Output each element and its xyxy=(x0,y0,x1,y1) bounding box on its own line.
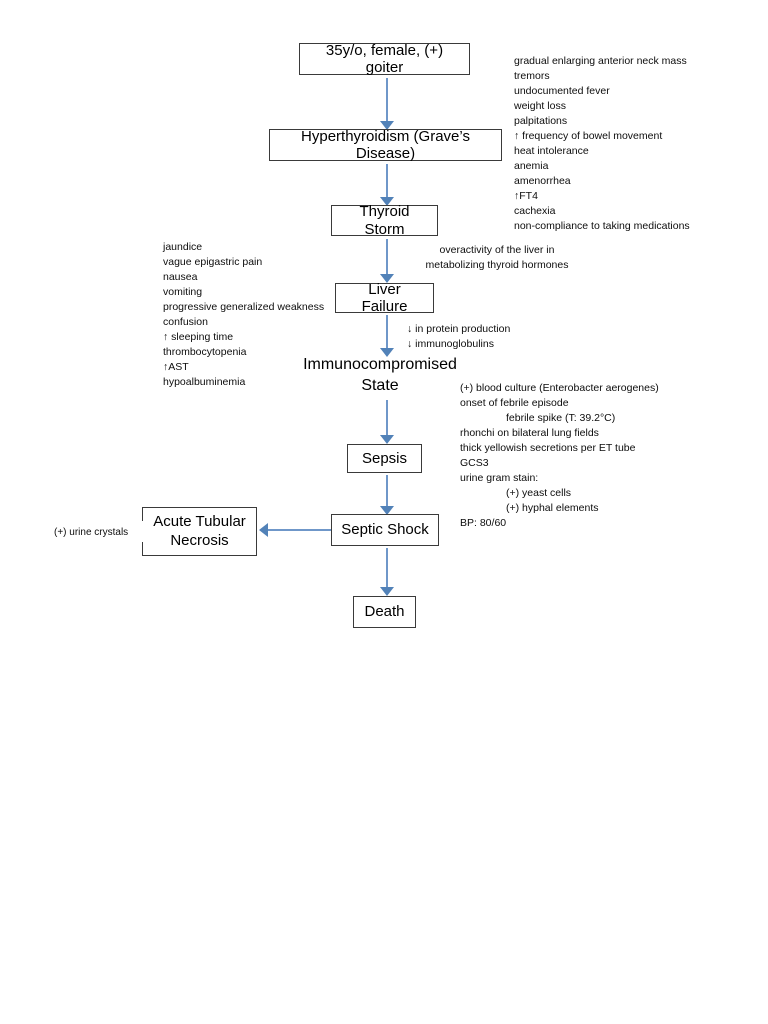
sepsis-finding-item: onset of febrile episode xyxy=(460,397,569,409)
annotation-sepsis-findings: (+) blood culture (Enterobacter aerogene… xyxy=(460,381,659,531)
sepsis-finding-item: rhonchi on bilateral lung fields xyxy=(460,427,599,439)
node-liver-failure-label: Liver Failure xyxy=(361,280,408,315)
node-septic-shock-label: Septic Shock xyxy=(341,521,429,539)
immunocompromised-mechanism-item: ↓ immunoglobulins xyxy=(407,338,494,350)
arrow-liver-failure-to-immunocompromised xyxy=(379,315,395,357)
liver-failure-finding-item: progressive generalized weakness xyxy=(163,301,325,313)
sepsis-finding-item: urine gram stain: xyxy=(460,472,539,484)
node-immunocompromised-state-label-line2: State xyxy=(361,376,399,394)
node-patient-label: 35y/o, female, (+) goiter xyxy=(325,41,444,76)
liver-failure-finding-item: hypoalbuminemia xyxy=(163,376,246,388)
liver-failure-finding-item: jaundice xyxy=(163,241,203,253)
sepsis-finding-item: (+) yeast cells xyxy=(506,487,572,499)
liver-failure-finding-item: confusion xyxy=(163,316,208,328)
arrow-thyroid-storm-to-liver-failure xyxy=(379,239,395,283)
annotation-atn-finding-text: (+) urine crystals xyxy=(54,527,129,538)
sepsis-finding-item: (+) hyphal elements xyxy=(506,502,599,514)
hyperthyroidism-finding-item: weight loss xyxy=(514,100,566,112)
node-immunocompromised-state[interactable]: Immunocompromised State xyxy=(292,355,468,397)
sepsis-finding-item: thick yellowish secretions per ET tube xyxy=(460,442,636,454)
hyperthyroidism-finding-item: tremors xyxy=(514,70,550,82)
hyperthyroidism-finding-item: gradual enlarging anterior neck mass xyxy=(514,55,687,67)
annotation-liver-failure-findings: jaundice vague epigastric pain nausea vomit… xyxy=(163,240,324,390)
hyperthyroidism-finding-item: undocumented fever xyxy=(514,85,610,97)
node-acute-tubular-necrosis[interactable]: Acute Tubular Necrosis xyxy=(142,507,257,556)
arrow-patient-to-hyperthyroidism xyxy=(379,78,395,130)
node-sepsis[interactable]: Sepsis xyxy=(347,444,422,473)
hyperthyroidism-finding-item: heat intolerance xyxy=(514,145,589,157)
node-acute-tubular-necrosis-label-line2: Necrosis xyxy=(170,531,229,549)
arrow-sepsis-to-septic-shock xyxy=(379,475,395,515)
sepsis-finding-item: (+) blood culture (Enterobacter aerogene… xyxy=(460,382,659,394)
node-death[interactable]: Death xyxy=(353,596,416,628)
node-death-label: Death xyxy=(364,603,405,621)
node-hyperthyroidism[interactable]: Hyperthyroidism (Grave’s Disease) xyxy=(269,127,502,162)
node-liver-failure[interactable]: Liver Failure xyxy=(335,280,434,315)
sepsis-finding-item: GCS3 xyxy=(460,457,489,469)
hyperthyroidism-finding-item: anemia xyxy=(514,160,549,172)
node-sepsis-label: Sepsis xyxy=(361,449,408,467)
arrow-septic-shock-to-death xyxy=(379,548,395,596)
hyperthyroidism-finding-item: cachexia xyxy=(514,205,556,217)
node-acute-tubular-necrosis-label-line1: Acute Tubular xyxy=(153,512,246,530)
hyperthyroidism-finding-item: ↑FT4 xyxy=(514,190,538,202)
annotation-liver-mechanism-line2: metabolizing thyroid hormones xyxy=(425,259,569,271)
hyperthyroidism-finding-item: palpitations xyxy=(514,115,568,127)
liver-failure-finding-item: vague epigastric pain xyxy=(163,256,263,268)
annotation-acute-tubular-necrosis-finding: (+) urine crystals xyxy=(54,526,128,539)
liver-failure-finding-item: ↑ sleeping time xyxy=(163,331,234,343)
sepsis-finding-item: BP: 80/60 xyxy=(460,517,507,529)
node-hyperthyroidism-label: Hyperthyroidism (Grave’s Disease) xyxy=(301,127,470,162)
annotation-hyperthyroidism-findings: gradual enlarging anterior neck mass trem… xyxy=(514,54,690,234)
node-thyroid-storm[interactable]: Thyroid Storm xyxy=(331,203,438,238)
sepsis-finding-item: febrile spike (T: 39.2°C) xyxy=(506,412,616,424)
annotation-immunocompromised-mechanism: ↓ in protein production ↓ immunoglobulins xyxy=(407,322,510,352)
node-patient[interactable]: 35y/o, female, (+) goiter xyxy=(299,41,470,76)
liver-failure-finding-item: vomiting xyxy=(163,286,203,298)
liver-failure-finding-item: ↑AST xyxy=(163,361,189,373)
annotation-liver-mechanism-line1: overactivity of the liver in xyxy=(439,244,555,256)
arrow-septic-shock-to-acute-tubular-necrosis xyxy=(259,522,331,538)
immunocompromised-mechanism-item: ↓ in protein production xyxy=(407,323,511,335)
node-thyroid-storm-label: Thyroid Storm xyxy=(359,203,410,238)
arrow-immunocompromised-to-sepsis xyxy=(379,400,395,444)
hyperthyroidism-finding-item: amenorrhea xyxy=(514,175,571,187)
liver-failure-finding-item: thrombocytopenia xyxy=(163,346,247,358)
arrow-hyperthyroidism-to-thyroid-storm xyxy=(379,164,395,206)
annotation-liver-mechanism: overactivity of the liver in metabolizin… xyxy=(407,243,587,273)
liver-failure-finding-item: nausea xyxy=(163,271,198,283)
hyperthyroidism-finding-item: non-compliance to taking medications xyxy=(514,220,690,232)
hyperthyroidism-finding-item: ↑ frequency of bowel movement xyxy=(514,130,663,142)
node-septic-shock[interactable]: Septic Shock xyxy=(331,514,439,546)
node-immunocompromised-state-label-line1: Immunocompromised xyxy=(303,356,457,373)
